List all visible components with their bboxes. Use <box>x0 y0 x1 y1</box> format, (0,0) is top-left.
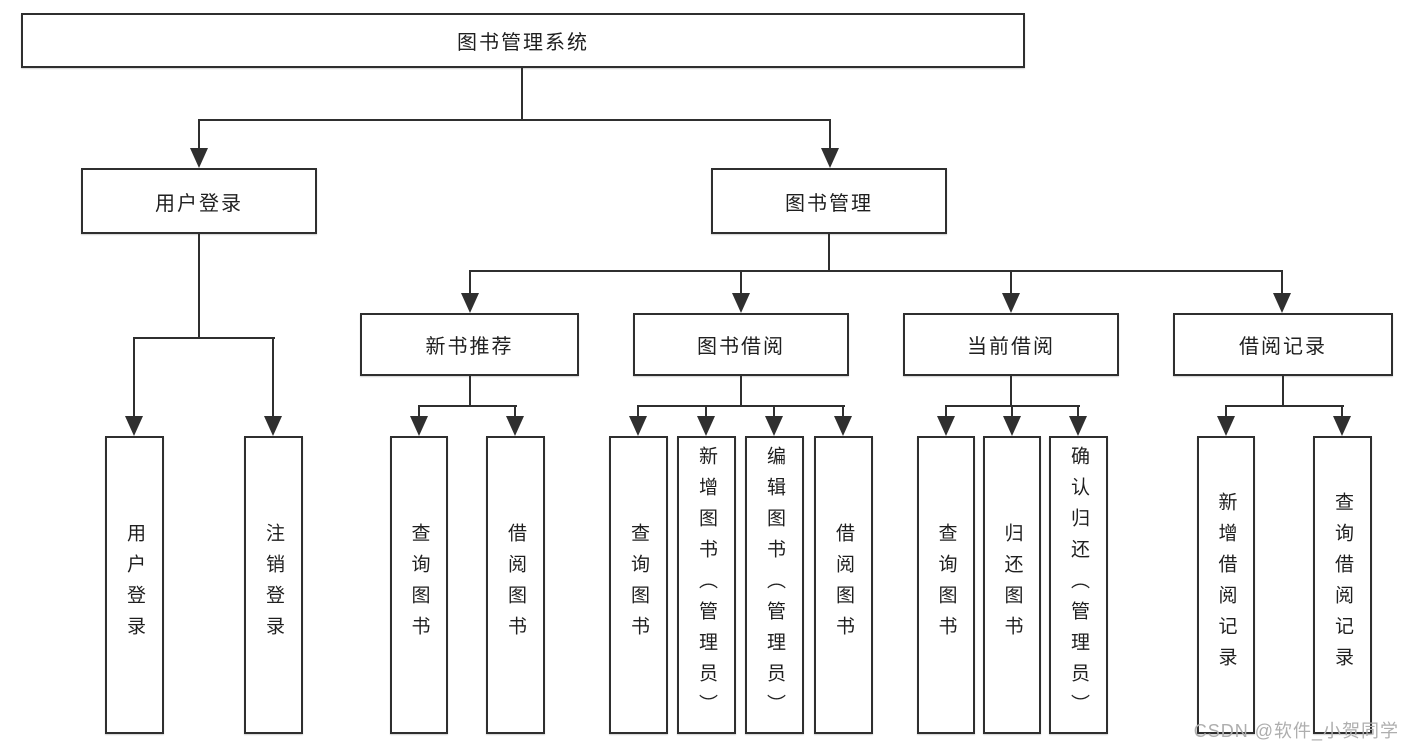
node-book-borrow-label: 图书借阅 <box>697 336 785 358</box>
connector-leaf-stub <box>1225 405 1227 417</box>
connector-root-horizontal <box>198 119 831 121</box>
connector-book-borrow-horizontal <box>637 405 845 407</box>
leaf-query-books-current: 查询图书 <box>917 436 975 734</box>
leaf-add-books-admin: 新增图书（管理员） <box>677 436 736 734</box>
connector-book-borrow-vertical <box>740 376 742 407</box>
arrow-down-icon <box>190 148 208 168</box>
node-current-borrow: 当前借阅 <box>903 313 1119 376</box>
connector-user-login-horizontal <box>133 337 275 339</box>
node-new-book-recommend-label: 新书推荐 <box>425 336 514 358</box>
node-root: 图书管理系统 <box>21 13 1025 68</box>
leaf-borrow-books-recommend: 借阅图书 <box>486 436 545 734</box>
arrow-down-icon <box>629 416 647 436</box>
node-new-book-recommend: 新书推荐 <box>360 313 579 376</box>
connector-new-book-vertical <box>469 376 471 407</box>
connector-leaf-stub <box>1011 405 1013 417</box>
connector-current-borrow-vertical <box>1010 376 1012 407</box>
connector-root-vertical <box>521 68 523 121</box>
leaf-label: 确认归还（管理员） <box>1068 445 1089 725</box>
connector-user-login-vertical <box>198 234 200 339</box>
leaf-user-login: 用户登录 <box>105 436 164 734</box>
connector-leaf-stub <box>418 405 420 417</box>
arrow-down-icon <box>461 293 479 313</box>
leaf-logout: 注销登录 <box>244 436 303 734</box>
leaf-label: 查询借阅记录 <box>1332 492 1353 678</box>
connector-to-user-login <box>198 119 200 150</box>
leaf-label: 新增借阅记录 <box>1215 492 1237 678</box>
node-book-management-label: 图书管理 <box>785 192 873 215</box>
connector-to-borrow-records <box>1281 270 1283 296</box>
node-root-label: 图书管理系统 <box>457 32 589 54</box>
arrow-down-icon <box>697 416 715 436</box>
leaf-query-borrow-record: 查询借阅记录 <box>1313 436 1372 734</box>
csdn-watermark: CSDN @软件_小贺同学 <box>1193 721 1399 741</box>
connector-borrow-records-vertical <box>1282 376 1284 407</box>
arrow-down-icon <box>264 416 282 436</box>
arrow-down-icon <box>410 416 428 436</box>
leaf-label: 查询图书 <box>408 523 430 647</box>
node-book-borrow: 图书借阅 <box>633 313 849 376</box>
leaf-label: 查询图书 <box>628 523 649 647</box>
connector-to-current-borrow <box>1010 270 1012 296</box>
arrow-down-icon <box>732 293 750 313</box>
arrow-down-icon <box>1003 416 1021 436</box>
arrow-down-icon <box>1273 293 1291 313</box>
connector-to-book-borrow <box>740 270 742 296</box>
leaf-edit-books-admin: 编辑图书（管理员） <box>745 436 804 734</box>
leaf-label: 归还图书 <box>1001 523 1023 647</box>
connector-leaf-stub <box>842 405 844 417</box>
leaf-query-books-borrow: 查询图书 <box>609 436 668 734</box>
arrow-down-icon <box>1002 293 1020 313</box>
leaf-label: 编辑图书（管理员） <box>764 445 785 725</box>
connector-to-book-management <box>829 119 831 150</box>
arrow-down-icon <box>1333 416 1351 436</box>
connector-new-book-horizontal <box>418 405 517 407</box>
connector-leaf-stub <box>637 405 639 417</box>
connector-borrow-records-horizontal <box>1225 405 1344 407</box>
leaf-label: 查询图书 <box>935 523 957 647</box>
connector-book-mgmt-vertical <box>828 234 830 272</box>
connector-leaf-stub <box>773 405 775 417</box>
connector-leaf-stub <box>514 405 516 417</box>
node-user-login: 用户登录 <box>81 168 317 234</box>
connector-book-mgmt-horizontal <box>469 270 1283 272</box>
node-user-login-label: 用户登录 <box>155 192 243 215</box>
node-book-management: 图书管理 <box>711 168 947 234</box>
arrow-down-icon <box>765 416 783 436</box>
leaf-label: 新增图书（管理员） <box>696 445 717 725</box>
connector-to-leaf-logout <box>272 337 274 417</box>
arrow-down-icon <box>125 416 143 436</box>
arrow-down-icon <box>937 416 955 436</box>
leaf-label: 注销登录 <box>263 523 284 647</box>
arrow-down-icon <box>821 148 839 168</box>
arrow-down-icon <box>1069 416 1087 436</box>
connector-to-leaf-login <box>133 337 135 417</box>
node-borrow-records: 借阅记录 <box>1173 313 1393 376</box>
leaf-label: 用户登录 <box>124 523 145 647</box>
arrow-down-icon <box>834 416 852 436</box>
node-borrow-records-label: 借阅记录 <box>1239 336 1327 358</box>
leaf-return-books: 归还图书 <box>983 436 1041 734</box>
connector-to-new-book <box>469 270 471 296</box>
leaf-query-books-recommend: 查询图书 <box>390 436 448 734</box>
leaf-confirm-return-admin: 确认归还（管理员） <box>1049 436 1108 734</box>
leaf-add-borrow-record: 新增借阅记录 <box>1197 436 1255 734</box>
leaf-label: 借阅图书 <box>833 523 854 647</box>
connector-leaf-stub <box>945 405 947 417</box>
leaf-borrow-books: 借阅图书 <box>814 436 873 734</box>
node-current-borrow-label: 当前借阅 <box>967 336 1055 358</box>
arrow-down-icon <box>506 416 524 436</box>
connector-leaf-stub <box>705 405 707 417</box>
arrow-down-icon <box>1217 416 1235 436</box>
connector-leaf-stub <box>1077 405 1079 417</box>
connector-leaf-stub <box>1341 405 1343 417</box>
leaf-label: 借阅图书 <box>505 523 526 647</box>
